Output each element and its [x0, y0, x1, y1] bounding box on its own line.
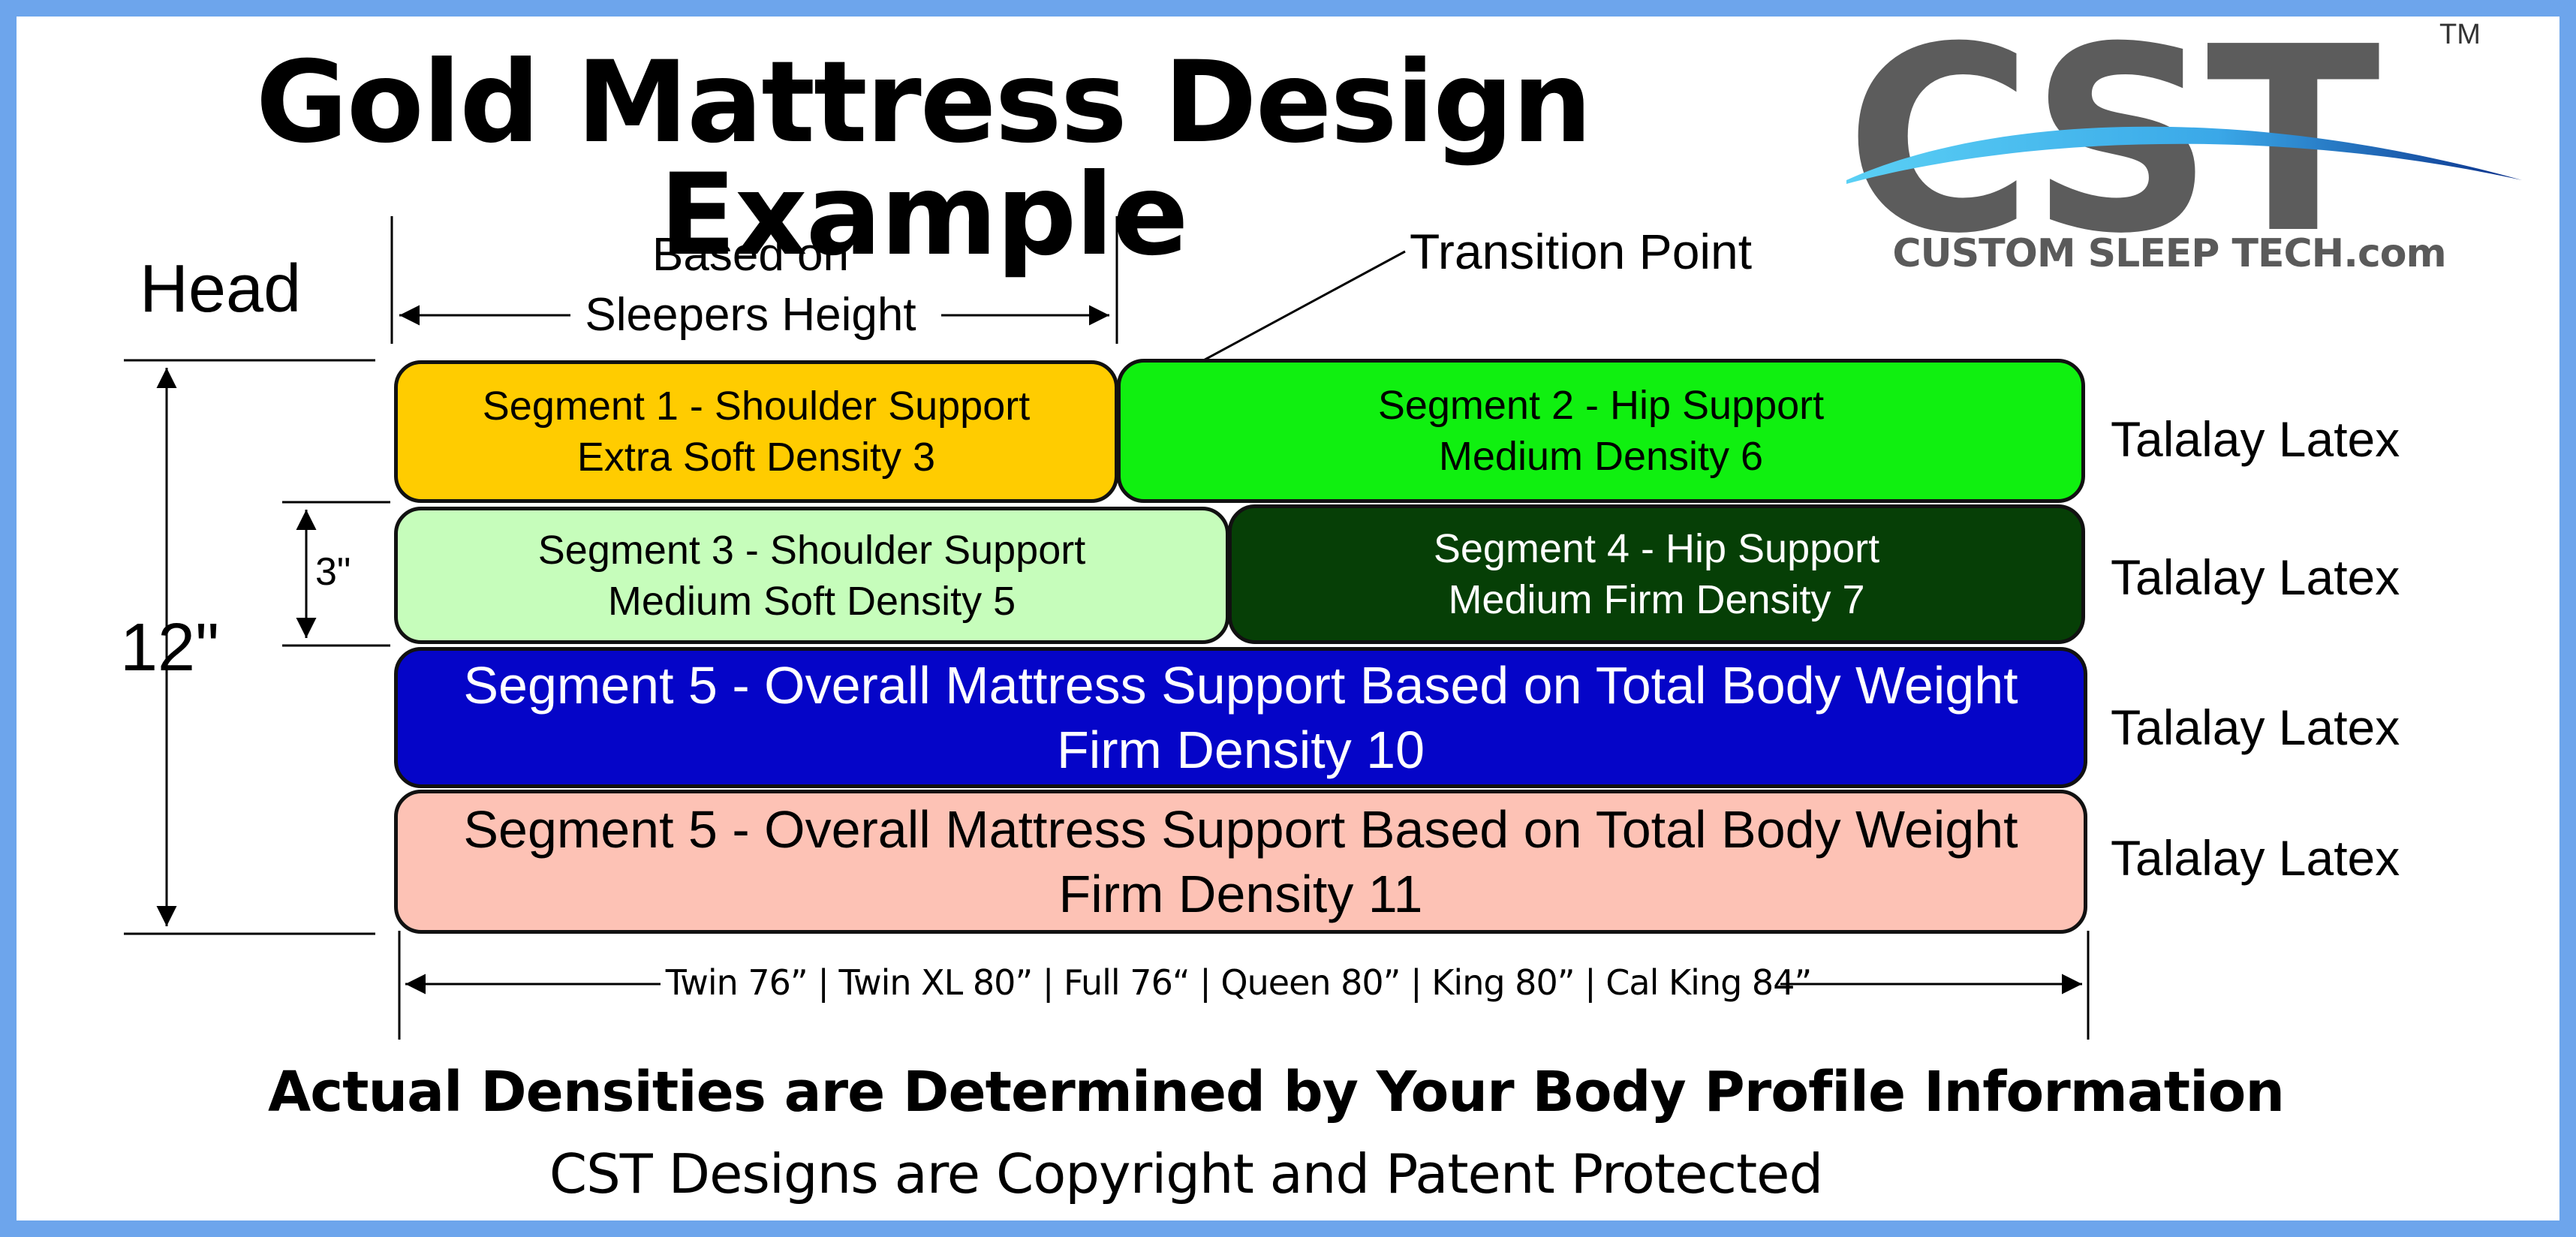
segment-density: Firm Density 10: [1056, 721, 1425, 779]
footer-densities-note: Actual Densities are Determined by Your …: [267, 1060, 2285, 1124]
sleeper-height-line2: Sleepers Height: [585, 289, 916, 341]
logo-tm: TM: [2439, 19, 2481, 50]
segment-density: Medium Firm Density 7: [1448, 577, 1865, 622]
sleeper-height-label: Based on Sleepers Height: [525, 225, 976, 345]
segment-density: Extra Soft Density 3: [576, 435, 936, 480]
layer-material-label: Talalay Latex: [2111, 411, 2400, 467]
layer-material-label: Talalay Latex: [2111, 549, 2400, 605]
layer-height-label: 3": [315, 550, 351, 594]
total-height-label: 12": [120, 610, 220, 685]
logo-swoosh: [1846, 126, 2522, 184]
head-label: Head: [140, 251, 302, 327]
transition-point-label: Transition Point: [1410, 224, 1753, 279]
segment-5-overall-support: Segment 5 - Overall Mattress Support Bas…: [394, 647, 2087, 788]
segment-density: Medium Density 6: [1438, 434, 1764, 479]
segment-1-shoulder: Segment 1 - Shoulder Support Extra Soft …: [394, 360, 1118, 503]
sleeper-height-line1: Based on: [652, 229, 849, 281]
segment-title: Segment 2 - Hip Support: [1377, 383, 1825, 428]
segment-3-shoulder: Segment 3 - Shoulder Support Medium Soft…: [394, 507, 1229, 644]
logo-subtitle: CUSTOM SLEEP TECH.com: [1892, 231, 2446, 276]
segment-title: Segment 5 - Overall Mattress Support Bas…: [463, 800, 2018, 859]
segment-title: Segment 5 - Overall Mattress Support Bas…: [463, 656, 2018, 715]
segment-2-hip: Segment 2 - Hip Support Medium Density 6: [1117, 359, 2085, 503]
segment-4-hip: Segment 4 - Hip Support Medium Firm Dens…: [1228, 504, 2085, 644]
segment-5-overall-support-base: Segment 5 - Overall Mattress Support Bas…: [394, 790, 2087, 934]
layer-material-label: Talalay Latex: [2111, 830, 2400, 886]
segment-density: Medium Soft Density 5: [607, 578, 1016, 624]
mattress-sizes-label: Twin 76” | Twin XL 80” | Full 76“ | Quee…: [665, 962, 1813, 1003]
footer-copyright-note: CST Designs are Copyright and Patent Pro…: [549, 1142, 1823, 1205]
page-title: Gold Mattress Design Example: [255, 38, 1593, 281]
segment-density: Firm Density 11: [1058, 865, 1423, 923]
cst-logo: CST TM: [1846, 15, 2522, 285]
segment-title: Segment 3 - Shoulder Support: [537, 527, 1086, 573]
layer-material-label: Talalay Latex: [2111, 700, 2400, 755]
segment-title: Segment 1 - Shoulder Support: [482, 384, 1031, 429]
segment-title: Segment 4 - Hip Support: [1433, 526, 1880, 571]
